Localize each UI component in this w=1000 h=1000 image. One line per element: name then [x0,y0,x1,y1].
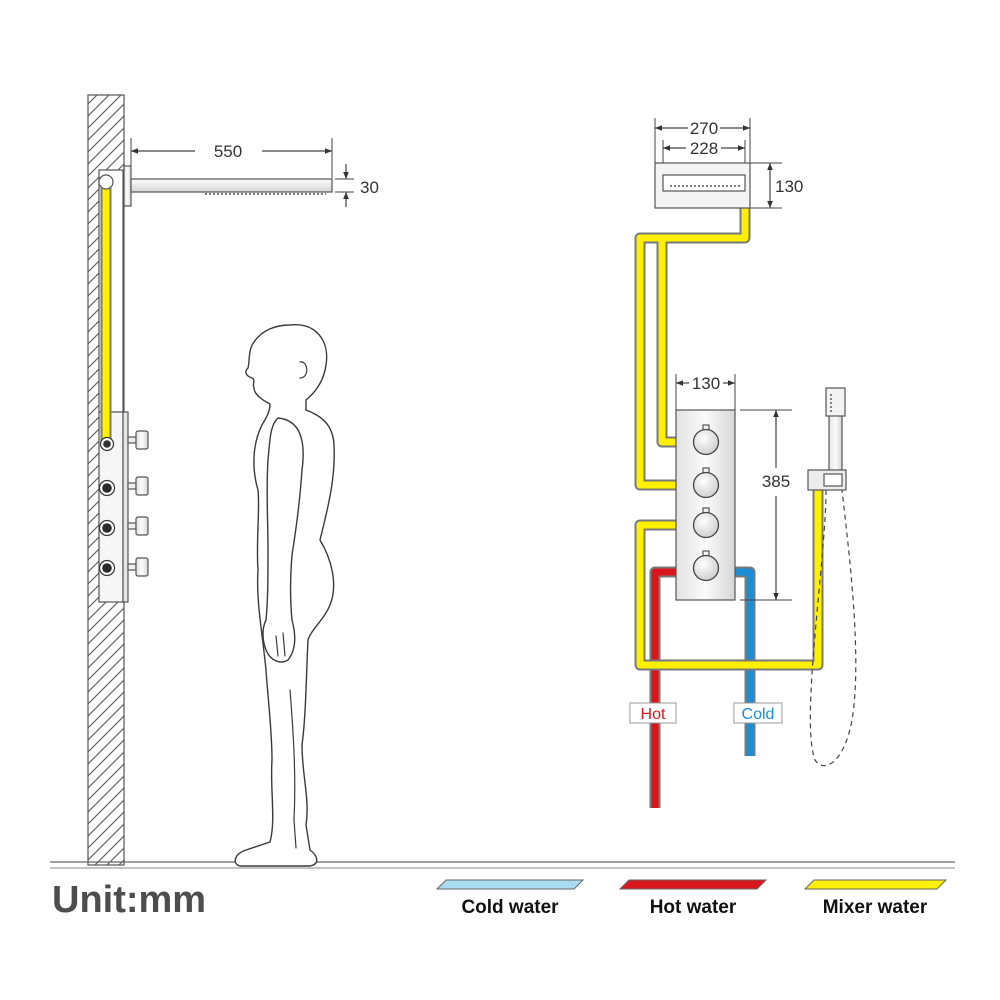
side-handles [127,430,149,577]
valve-knob [692,424,720,456]
front-view: 270 228 130 [629,118,857,808]
valve-width-value: 130 [692,374,720,393]
hand-shower-head [825,387,846,417]
arm-mounting-plate [123,165,132,207]
mixer-pipe-to-rain-head-a [636,206,749,489]
legend-item-hot-water: Hot water [618,879,768,918]
hand-shower-handle [828,411,843,473]
figure-back-leg [289,689,297,849]
side-view: 550 30 [50,94,955,869]
hand-shower-bracket-holder [823,473,843,487]
head-thickness-value: 30 [360,178,379,197]
head-height-value: 130 [775,177,803,196]
side-handle [127,557,149,577]
side-handle [127,516,149,536]
valve-height-value: 385 [762,472,790,491]
mixer-pipe-to-rain-head-b [658,238,680,446]
head-height-dimension: 130 [750,162,803,209]
human-figure [234,324,335,867]
cold-supply-pipe [732,566,756,756]
figure-ear [299,361,308,379]
head-width-inner-dimension: 228 [662,139,746,163]
unit-label: Unit:mm [52,879,206,921]
valve-knob [692,507,720,539]
figure-arm [262,417,304,663]
hand-shower [807,387,857,767]
legend-swatch-hot-water [618,879,768,890]
legend-label-mixer-water: Mixer water [823,897,928,918]
valve-height-dimension: 385 [740,409,792,601]
head-width-inner-value: 228 [690,139,718,158]
mixer-pipe-to-hand-shower [636,488,822,669]
body-jet [98,559,116,577]
arm-length-value: 550 [214,142,242,161]
body-jet [98,479,116,497]
legend-swatch-mixer-water [803,879,948,890]
thermostatic-valve [675,409,736,601]
side-handle [127,430,149,450]
figure-fingers [275,632,286,657]
hot-label-text: Hot [641,706,666,723]
hand-shower-hose [809,489,857,767]
hot-label: Hot [629,702,677,724]
arm-length-dimension: 550 [130,138,333,178]
legend-label-hot-water: Hot water [650,897,737,918]
body-jet [98,519,116,537]
cold-label-text: Cold [742,706,775,723]
cold-label: Cold [733,702,783,724]
shower-column-side-frame [122,411,129,603]
head-width-outer-dimension: 270 [654,118,751,163]
rain-shower-arm [130,178,333,193]
head-thickness-dimension: 30 [335,164,379,207]
head-width-outer-value: 270 [690,119,718,138]
body-jets [98,436,116,577]
legend-item-cold-water: Cold water [435,879,585,918]
legend: Unit:mm Cold water Hot water Mixer water [52,879,948,921]
legend-swatch-cold-water [435,879,585,890]
legend-item-mixer-water: Mixer water [803,879,948,918]
valve-knob [692,550,720,582]
floor-line [50,861,955,869]
valve-knob [692,467,720,499]
valve-width-dimension: 130 [675,374,736,410]
column-mixer-pipe [98,174,114,446]
hot-supply-pipe [649,566,680,808]
pipe-elbow [98,174,114,190]
side-handle [127,476,149,496]
body-jet [99,436,115,452]
rain-shower-head-front [654,162,751,209]
legend-label-cold-water: Cold water [461,897,559,918]
mixer-pipes [634,206,824,671]
